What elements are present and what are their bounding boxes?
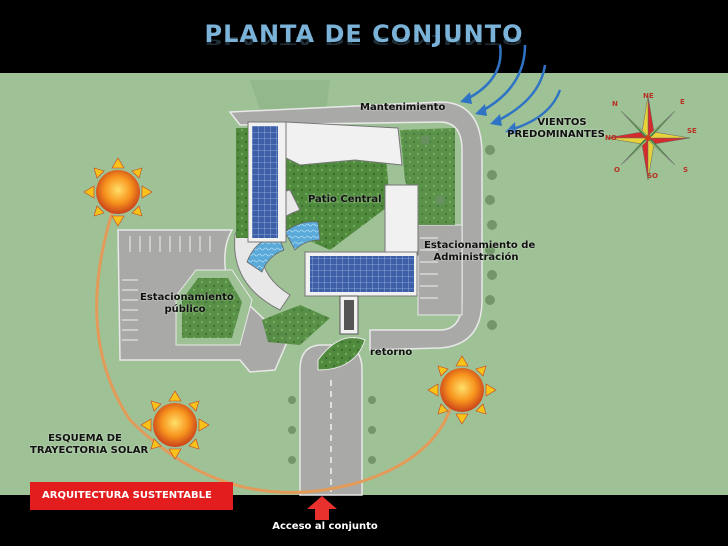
label-acceso: Acceso al conjunto (272, 521, 378, 532)
page-title-reflection: PLANTA DE CONJUNTO (204, 34, 524, 47)
label-estacionamiento-admin-line2: Administración (433, 252, 519, 263)
compass-label-so: SO (647, 172, 658, 180)
label-mantenimiento: Mantenimiento (360, 102, 446, 113)
compass-label-no: NO (605, 134, 617, 142)
sun-path-arc (95, 194, 457, 494)
compass-label-ne: NE (643, 92, 654, 100)
sun-noon (140, 390, 210, 460)
access-arrow (307, 496, 337, 520)
label-esquema-solar: ESQUEMA DE TRAYECTORIA SOLAR (30, 433, 149, 457)
label-estacionamiento-publico-line2: público (164, 304, 206, 315)
label-vientos: VIENTOS PREDOMINANTES (507, 117, 612, 141)
sun-afternoon (427, 355, 497, 425)
north-building (285, 121, 403, 166)
south-solar-roof (310, 256, 414, 292)
pool-1 (246, 234, 285, 273)
wind-arrows (464, 44, 562, 132)
compass-label-e: E (680, 98, 685, 106)
label-estacionamiento-admin-line1: Estacionamiento de (424, 240, 536, 251)
west-solar-roof (252, 126, 278, 238)
label-estacionamiento-publico: Estacionamiento público (140, 292, 234, 316)
label-estacionamiento-publico-line1: Estacionamiento (140, 292, 234, 303)
parking-stripes (122, 236, 211, 341)
perimeter-road (228, 101, 483, 351)
compass-label-se: SE (687, 127, 697, 135)
compass-label-s: S (683, 166, 688, 174)
compass-label-o: O (614, 166, 620, 174)
arquitectura-sustentable-badge: ARQUITECTURA SUSTENTABLE (30, 482, 233, 510)
label-esquema-line2: TRAYECTORIA SOLAR (30, 445, 149, 456)
page-title: PLANTA DE CONJUNTO (204, 20, 524, 48)
label-patio-central: Patio Central (308, 194, 382, 205)
label-estacionamiento-admin: Estacionamiento de Administración (424, 240, 536, 264)
sun-morning (83, 157, 153, 227)
pool-2 (284, 221, 321, 251)
compass-label-n: N (612, 100, 618, 108)
admin-parking-lot (417, 224, 463, 316)
label-vientos-line1: VIENTOS (537, 117, 587, 128)
label-retorno: retorno (370, 347, 413, 358)
retorno-island (317, 337, 366, 371)
tree-row (288, 135, 497, 464)
label-vientos-line2: PREDOMINANTES (507, 129, 605, 140)
east-building (384, 184, 419, 256)
compass-rose (605, 95, 691, 181)
label-esquema-line1: ESQUEMA DE (48, 433, 122, 444)
landscape-strip (262, 305, 330, 345)
